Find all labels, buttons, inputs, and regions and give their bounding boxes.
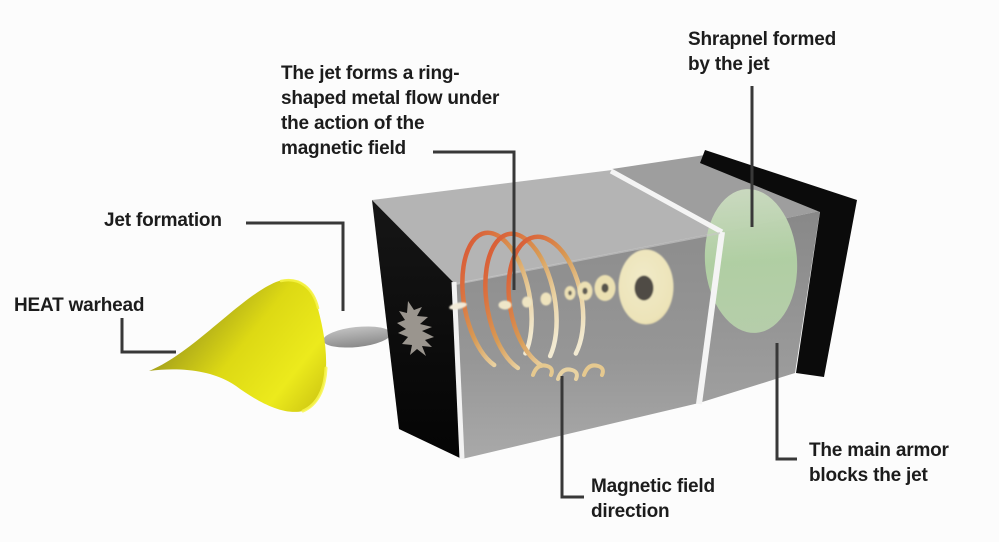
label-line: HEAT warhead: [14, 295, 145, 316]
ring-hole: [601, 283, 609, 293]
ring-projectile-large: [618, 249, 674, 325]
label-shrapnel: Shrapnel formed by the jet: [688, 27, 836, 77]
leader-heat-warhead-line: [120, 318, 176, 354]
heat-cone: [149, 278, 328, 413]
jet-particle: [498, 300, 512, 310]
cone-body: [149, 279, 327, 412]
top-face-left: [372, 170, 721, 284]
label-line: shaped metal flow under: [281, 88, 500, 109]
coil-end-hook: [531, 363, 554, 377]
jet-particle: [522, 296, 532, 308]
label-ring-flow: The jet forms a ring- shaped metal flow …: [281, 61, 499, 161]
jet-particle: [540, 292, 552, 306]
leader-ring-flow-line: [433, 150, 516, 290]
cone-rim-highlight: [279, 278, 320, 310]
ring-projectile: [577, 281, 593, 301]
divider-top-edge: [609, 168, 724, 235]
label-jet-formation: Jet formation: [104, 208, 222, 233]
ring-projectile: [564, 286, 576, 300]
label-line: The main armor: [809, 440, 949, 461]
label-magnetic-field: Magnetic field direction: [591, 474, 715, 524]
coil-end-hook: [582, 363, 605, 377]
label-line: the action of the: [281, 113, 425, 134]
label-line: direction: [591, 501, 670, 522]
shrapnel-cloud: [704, 189, 798, 333]
armor-box: [372, 150, 857, 460]
leader-main-armor-line: [775, 343, 797, 461]
partition-divider: [609, 168, 725, 405]
label-line: Shrapnel formed: [688, 29, 836, 50]
leader-magnetic-field-line: [560, 376, 584, 499]
glass-top-edge: [455, 232, 721, 285]
ring-hole: [568, 290, 572, 296]
coil-end-hook: [556, 367, 579, 381]
jet-particles: [449, 292, 552, 310]
ring-projectile: [594, 275, 616, 301]
coil-ring: [460, 230, 534, 368]
divider-front-edge: [696, 231, 725, 405]
leader-jet-formation-line: [246, 221, 345, 311]
cone-mouth-highlight: [301, 366, 328, 413]
label-line: blocks the jet: [809, 465, 928, 486]
main-armor-plate: [700, 150, 857, 377]
coil-ring: [483, 231, 559, 371]
ring-hole: [582, 287, 588, 295]
ring-hole: [634, 275, 654, 301]
label-line: by the jet: [688, 54, 770, 75]
label-line: The jet forms a ring-: [281, 63, 460, 84]
label-line: magnetic field: [281, 138, 406, 159]
impact-splash: [397, 301, 434, 356]
label-main-armor: The main armor blocks the jet: [809, 438, 949, 488]
magnetic-coils: [460, 230, 605, 381]
label-heat-warhead: HEAT warhead: [14, 293, 144, 318]
ring-projectiles: [564, 249, 674, 325]
leader-lines: [120, 86, 797, 499]
label-line: Magnetic field: [591, 476, 715, 497]
jet-particle: [449, 302, 467, 310]
front-left-edge: [451, 281, 465, 460]
jet-disc: [323, 326, 391, 348]
label-line: Jet formation: [104, 210, 222, 231]
jet-disc-shape: [323, 326, 391, 348]
coil-ring: [506, 234, 586, 368]
